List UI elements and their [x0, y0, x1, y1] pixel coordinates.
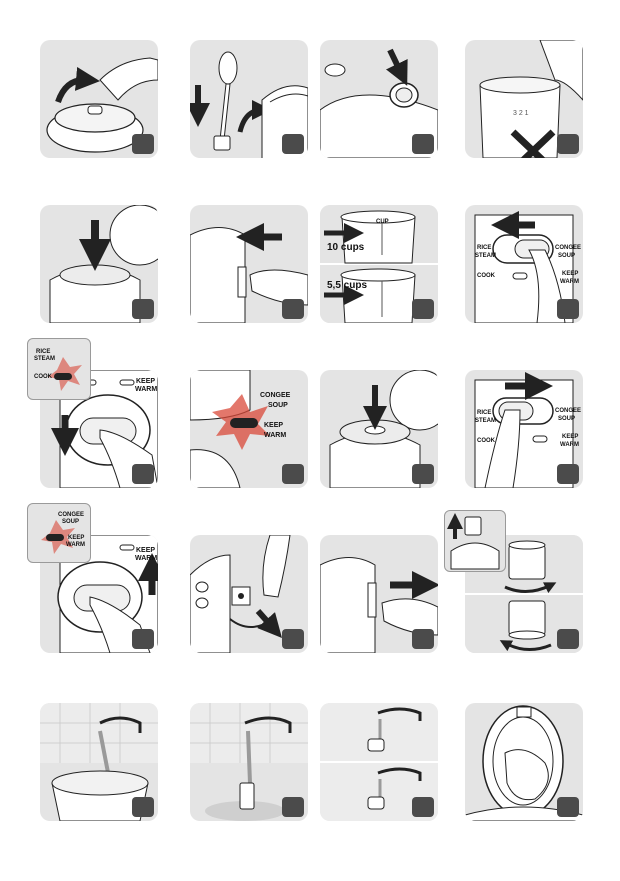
step-panel-8: RICE STEAM CONGEE SOUP COOK KEEP WARM	[465, 205, 583, 323]
warm-label: WARM	[560, 442, 579, 448]
keep-warm-indicator-inset: CONGEE SOUP KEEP WARM	[27, 503, 91, 563]
step-number-box	[282, 629, 304, 649]
keep-label: KEEP	[136, 547, 155, 554]
warm-label: WARM	[560, 279, 579, 285]
step-panel-12: RICE STEAM CONGEE SOUP COOK KEEP WARM	[465, 370, 583, 488]
step-number-box	[282, 797, 304, 817]
lift-valve-icon	[445, 511, 505, 571]
cook-label: COOK	[34, 374, 52, 380]
keep-label: KEEP	[68, 535, 84, 541]
step-number-box	[412, 629, 434, 649]
keep-label: KEEP	[562, 271, 578, 277]
step-number-box	[412, 464, 434, 484]
step-number-box	[557, 134, 579, 154]
step-number-box	[132, 134, 154, 154]
soup-label: SOUP	[268, 402, 288, 409]
step-panel-7: 10 cups 5,5 cups CUP	[320, 205, 438, 323]
step-panel-4: 3 2 1	[465, 40, 583, 158]
step-panel-20	[465, 703, 583, 821]
water-level-10-cups-label: 10 cups	[327, 243, 364, 253]
step-number-box	[557, 629, 579, 649]
warm-label: WARM	[135, 555, 157, 562]
step-panel-18	[190, 703, 308, 821]
congee-label: CONGEE	[260, 392, 290, 399]
cook-label: COOK	[477, 273, 495, 279]
step-number-box	[557, 299, 579, 319]
rice-label: RICE	[477, 410, 491, 416]
step-panel-1	[40, 40, 158, 158]
congee-label: CONGEE	[58, 512, 84, 518]
cook-indicator-inset: RICE STEAM COOK	[27, 338, 91, 400]
step-panel-17	[40, 703, 158, 821]
congee-label: CONGEE	[555, 245, 581, 251]
soup-label: SOUP	[62, 519, 79, 525]
warm-label: WARM	[66, 542, 85, 548]
step-number-box	[412, 299, 434, 319]
keep-label: KEEP	[264, 422, 283, 429]
step-panel-6	[190, 205, 308, 323]
congee-label: CONGEE	[555, 408, 581, 414]
steam-label: STEAM	[34, 356, 55, 362]
step-number-box	[557, 797, 579, 817]
step-panel-14	[190, 535, 308, 653]
step-panel-10: CONGEE SOUP KEEP WARM	[190, 370, 308, 488]
step-number-box	[132, 629, 154, 649]
soup-label: SOUP	[558, 416, 575, 422]
step-panel-19	[320, 703, 438, 821]
step-panel-5	[40, 205, 158, 323]
cup-scale-label: CUP	[376, 219, 389, 225]
keep-label: KEEP	[136, 378, 155, 385]
cook-label: COOK	[477, 438, 495, 444]
step-number-box	[557, 464, 579, 484]
soup-label: SOUP	[558, 253, 575, 259]
warm-label: WARM	[264, 432, 286, 439]
step-panel-2	[190, 40, 308, 158]
keep-label: KEEP	[562, 434, 578, 440]
step-number-box	[132, 299, 154, 319]
cook-light-glow-icon	[28, 339, 90, 399]
svg-text:3 2 1: 3 2 1	[513, 110, 529, 117]
step-panel-15	[320, 535, 438, 653]
rice-label: RICE	[477, 245, 491, 251]
valve-removal-inset	[444, 510, 506, 572]
step-number-box	[412, 797, 434, 817]
step-number-box	[132, 797, 154, 817]
step-number-box	[132, 464, 154, 484]
step-panel-11	[320, 370, 438, 488]
water-level-5-5-cups-label: 5,5 cups	[327, 281, 367, 291]
step-number-box	[282, 299, 304, 319]
step-number-box	[282, 134, 304, 154]
steam-label: STEAM	[475, 418, 496, 424]
steam-label: STEAM	[475, 253, 496, 259]
rice-label: RICE	[36, 349, 50, 355]
step-panel-3	[320, 40, 438, 158]
step-number-box	[412, 134, 434, 154]
step-number-box	[282, 464, 304, 484]
warm-label: WARM	[135, 386, 157, 393]
